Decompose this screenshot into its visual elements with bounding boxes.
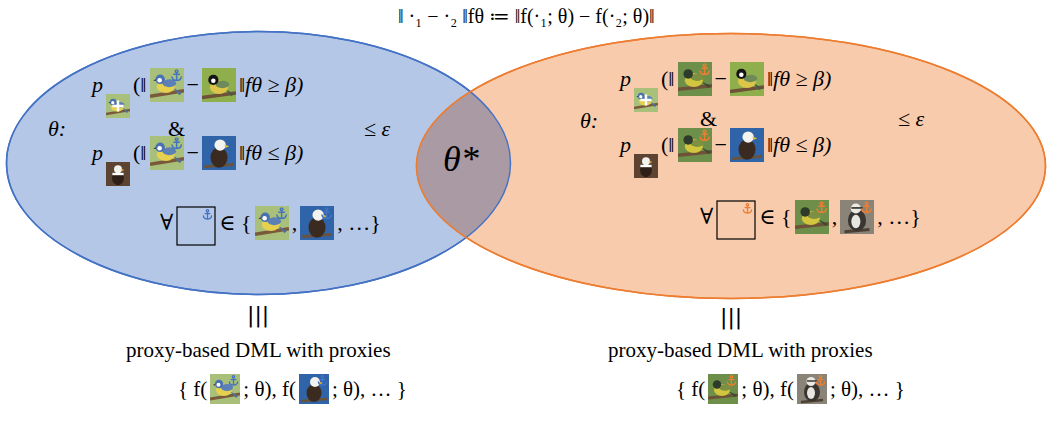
formula-text: , bbox=[832, 204, 838, 230]
formula-text: θ: bbox=[580, 108, 598, 134]
proxy-set-text: ; θ), f( bbox=[243, 376, 296, 402]
bird-image bbox=[202, 68, 236, 102]
formula-text: p bbox=[620, 132, 631, 158]
formula-row: ∀ ∈ {, , …} bbox=[160, 206, 381, 246]
proxy-set-text: ; θ), f( bbox=[741, 376, 794, 402]
formula-row: ≤ ε bbox=[364, 112, 390, 142]
anchor-box bbox=[176, 206, 216, 246]
bird-image bbox=[730, 128, 764, 162]
formula-text: p bbox=[92, 140, 103, 166]
bird-image bbox=[678, 62, 712, 96]
formula-text: p bbox=[92, 72, 103, 98]
bird-image bbox=[202, 136, 236, 170]
bird-image bbox=[708, 374, 738, 404]
caption-text: proxy-based DML with proxies bbox=[126, 338, 391, 363]
formula-row: ∀ ∈ {, , …} bbox=[700, 200, 921, 240]
proxy-set-text: ; θ), … } bbox=[332, 376, 407, 402]
bird-image bbox=[797, 374, 827, 404]
formula-text: , …} bbox=[877, 204, 921, 230]
formula-text: ∈ { bbox=[759, 204, 791, 230]
formula-text: − bbox=[187, 72, 199, 98]
anchor-box bbox=[716, 200, 756, 240]
formula-row: p (‖ − ‖fθ ≤ β) bbox=[92, 136, 303, 186]
bird-image bbox=[634, 88, 658, 112]
formula-text: (‖ bbox=[661, 66, 675, 92]
equivalence-sign: ||| bbox=[720, 304, 742, 330]
formula-text: ‖fθ ≥ β) bbox=[767, 66, 831, 92]
bird-image bbox=[795, 200, 829, 234]
bird-image bbox=[106, 94, 130, 118]
formula-row: ≤ ε bbox=[898, 102, 924, 132]
formula-text: (‖ bbox=[661, 132, 675, 158]
formula-text: − bbox=[715, 132, 727, 158]
formula-text: ‖fθ ≥ β) bbox=[239, 72, 303, 98]
formula-text: (‖ bbox=[133, 140, 147, 166]
formula-text: ∈ { bbox=[219, 210, 251, 236]
bird-image bbox=[255, 206, 289, 240]
bird-image bbox=[678, 128, 712, 162]
proxy-set-text: { f( bbox=[178, 376, 207, 402]
proxy-set-text: ; θ), … } bbox=[830, 376, 905, 402]
proxy-set-row: { f( ; θ), f( ; θ), … } bbox=[178, 374, 407, 404]
formula-text: ∀ bbox=[160, 210, 173, 236]
formula-row: & bbox=[700, 102, 717, 132]
formula-row: θ: bbox=[48, 112, 66, 142]
formula-text: ≤ ε bbox=[364, 116, 390, 142]
formula-row: p (‖ − ‖fθ ≤ β) bbox=[620, 128, 831, 178]
optimal-theta: θ* bbox=[443, 138, 479, 181]
formula-text: − bbox=[715, 66, 727, 92]
formula-text: ‖fθ ≤ β) bbox=[239, 140, 303, 166]
bird-image bbox=[634, 154, 658, 178]
formula-text: , …} bbox=[337, 210, 381, 236]
formula-text: ∀ bbox=[700, 204, 713, 230]
formula-text: θ: bbox=[48, 116, 66, 142]
caption-text: proxy-based DML with proxies bbox=[608, 338, 873, 363]
formula-row: p (‖ − ‖fθ ≥ β) bbox=[92, 68, 303, 118]
metric-definition: ‖ ·₁ − ·₂ ‖fθ ≔ ‖f(·₁; θ) − f(·₂; θ)‖ bbox=[398, 4, 655, 28]
proxy-set-text: { f( bbox=[676, 376, 705, 402]
bird-image bbox=[840, 200, 874, 234]
formula-text: , bbox=[292, 210, 298, 236]
formula-text: (‖ bbox=[133, 72, 147, 98]
formula-row: θ: bbox=[580, 104, 598, 134]
formula-row: p (‖ − ‖fθ ≥ β) bbox=[620, 62, 831, 112]
bird-image bbox=[150, 136, 184, 170]
equivalence-sign: ||| bbox=[247, 302, 269, 328]
constraint-set-ellipse: θ: p (‖ − ‖fθ ≥ β) & p (‖ − ‖fθ ≤ β) ≤ ε ∀ ∈ {, , …} bbox=[415, 32, 1047, 300]
formula-text: − bbox=[187, 140, 199, 166]
bird-image bbox=[299, 374, 329, 404]
bird-image bbox=[730, 62, 764, 96]
bird-image bbox=[300, 206, 334, 240]
bird-image bbox=[106, 162, 130, 186]
formula-text: ≤ ε bbox=[898, 106, 924, 132]
formula-text: p bbox=[620, 66, 631, 92]
formula-text: ‖fθ ≤ β) bbox=[767, 132, 831, 158]
bird-image bbox=[150, 68, 184, 102]
bird-image bbox=[210, 374, 240, 404]
proxy-set-row: { f( ; θ), f( ; θ), … } bbox=[676, 374, 905, 404]
